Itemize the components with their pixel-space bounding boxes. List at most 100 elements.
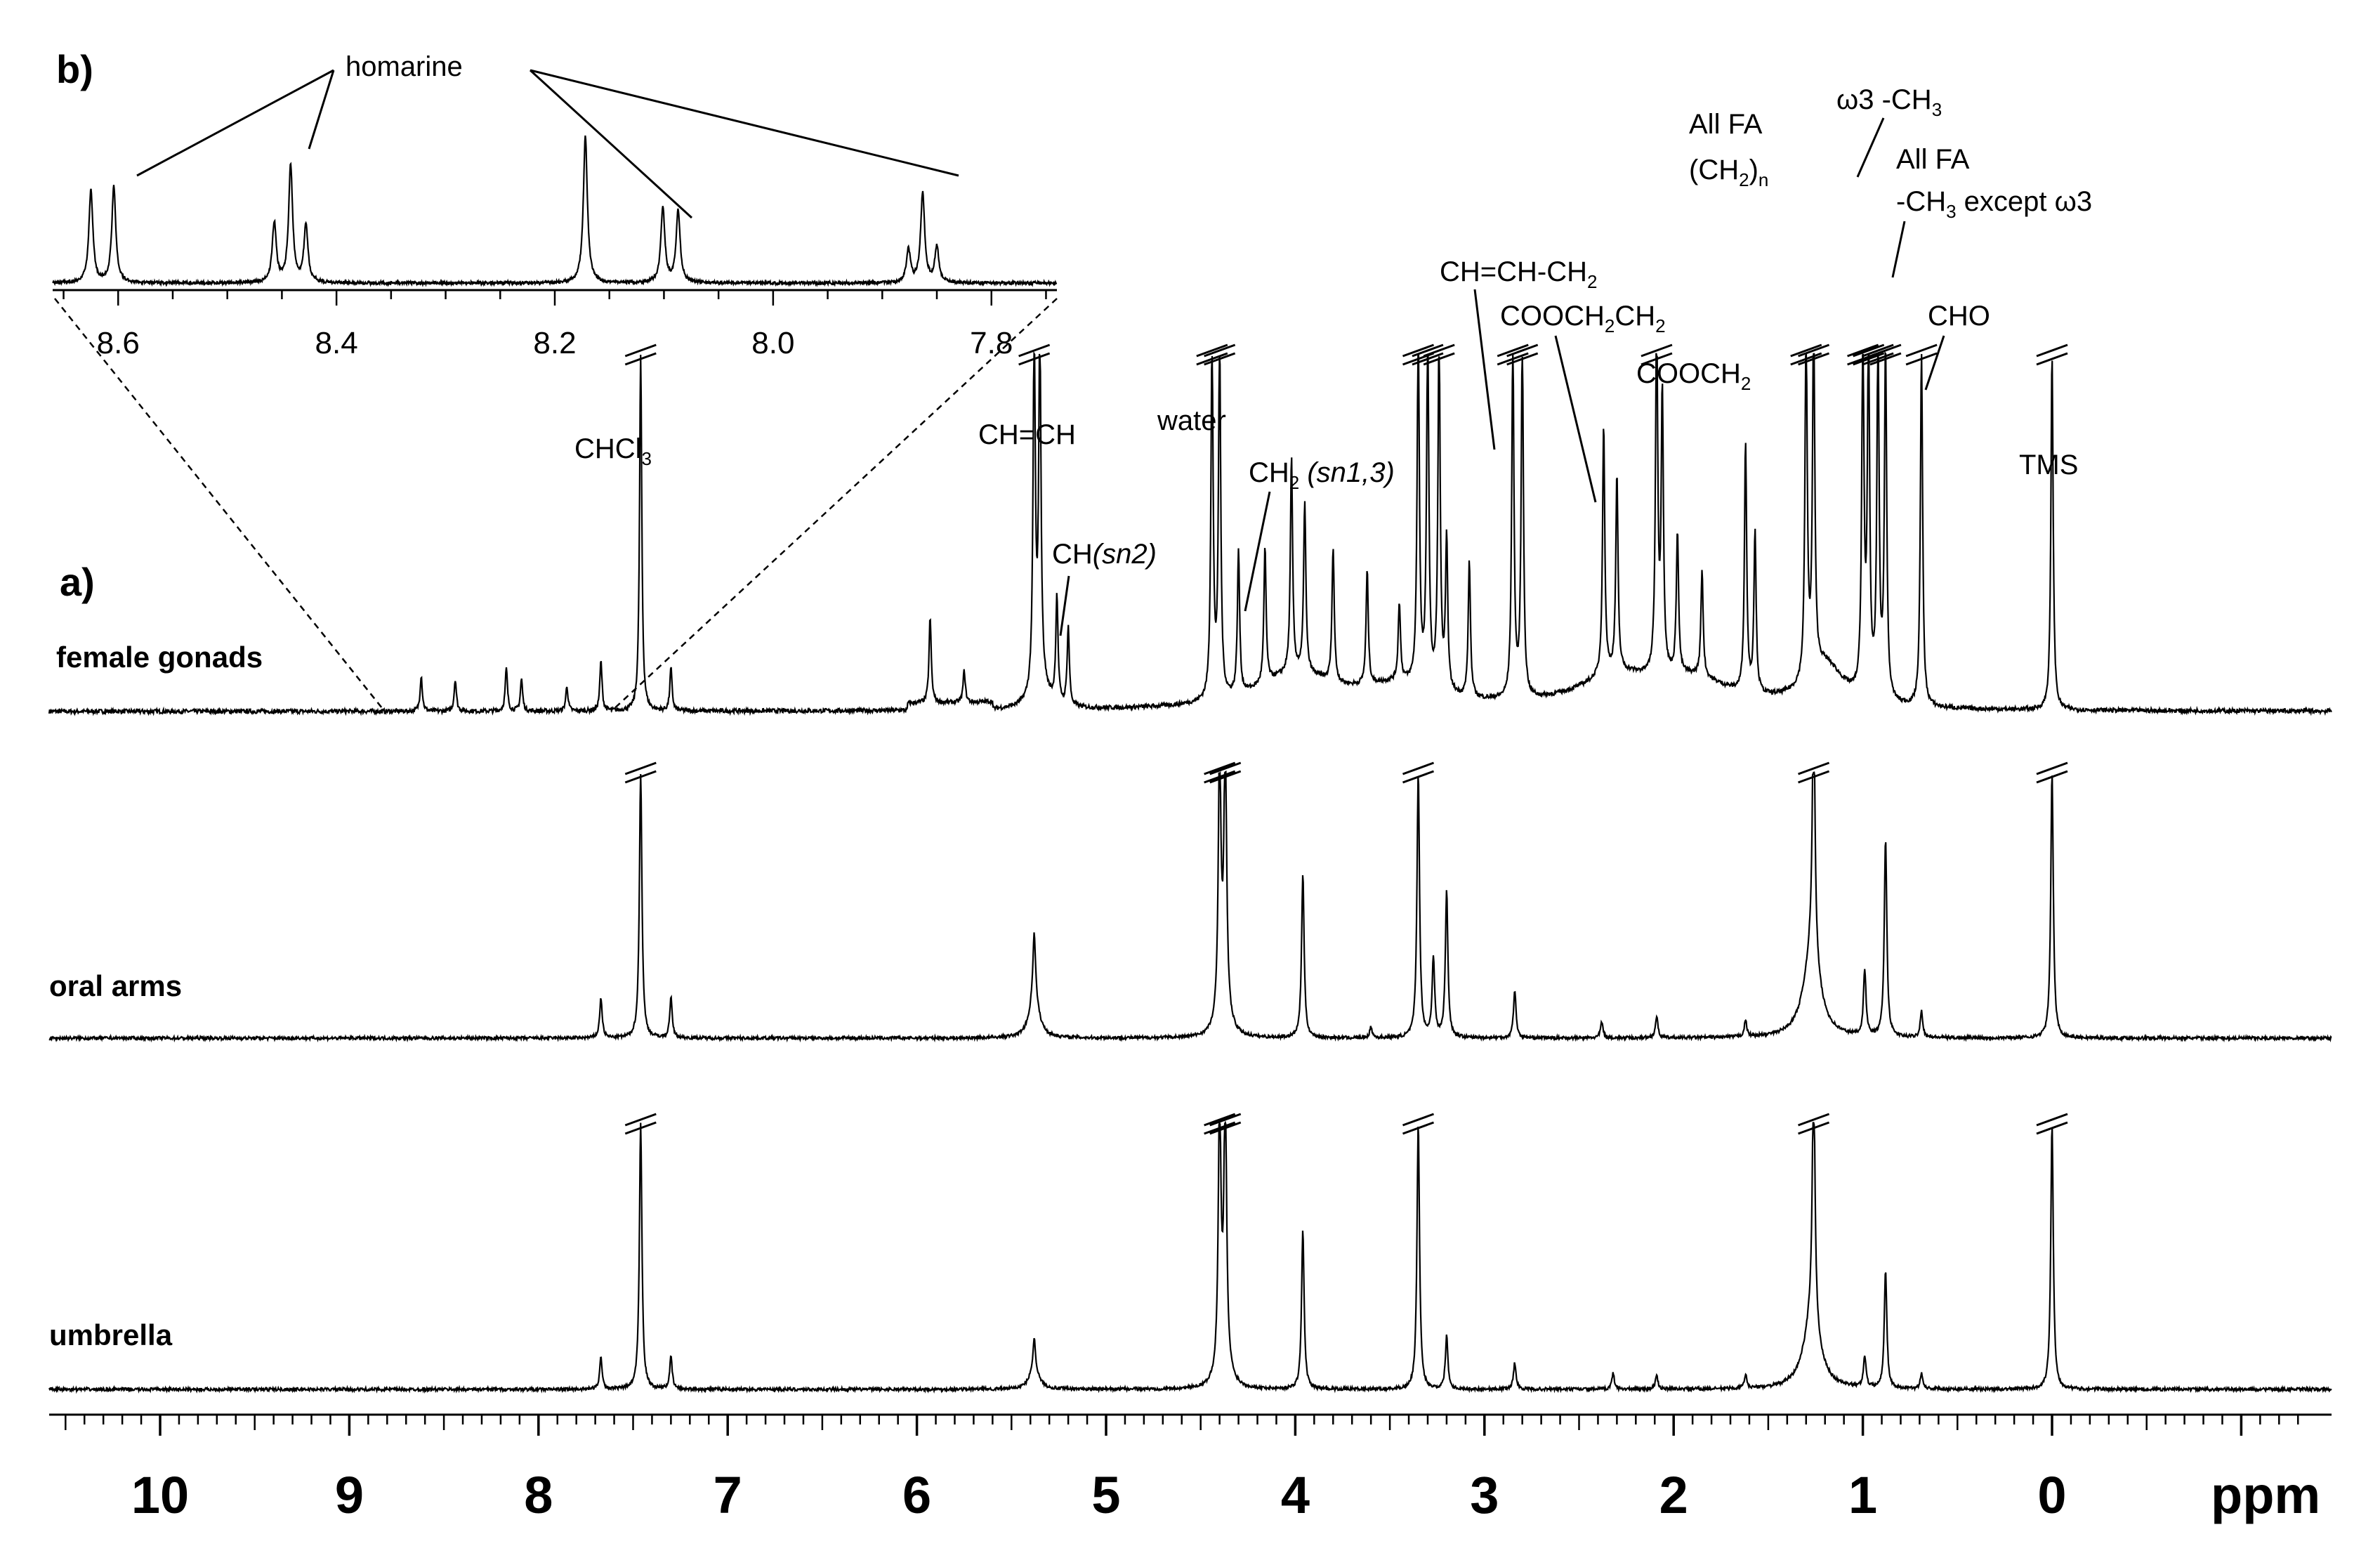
axis-break-mark [1905,352,1938,366]
homarine-pointer-1 [136,69,334,177]
axis-break-mark [1506,352,1539,366]
axis-break-mark [1798,343,1830,358]
axis-break-mark [624,761,657,775]
axis-break-mark [2036,761,2068,775]
axis-break-mark [1402,1121,1435,1135]
axis-break-mark [1905,343,1938,358]
pointer-ch2-sn13 [1244,491,1271,612]
axis-break-mark [2036,352,2068,366]
axis-break-mark [1862,343,1894,358]
axis-break-mark [1204,1113,1236,1127]
axis-break-mark [1798,1113,1830,1127]
axis-break-mark [1641,343,1673,358]
axis-break-mark [1869,352,1902,366]
axis-break-mark [1196,343,1228,358]
inset-tick-label: 8.4 [315,326,358,360]
axis-break-mark [1402,343,1435,358]
peak-annotations: CHCl3 CH=CH CH(sn2) water CH2 (sn1,3) CH… [574,84,2092,636]
pointer-cho [1924,335,1945,391]
homarine-pointer-lines [136,69,959,219]
annotation-omega3-ch3: ω3 -CH3 [1836,84,1942,120]
axis-break-mark [1402,1113,1435,1127]
homarine-pointer-2 [308,70,335,150]
annotation-ch2-sn13: CH2 (sn1,3) [1249,457,1395,493]
annotation-all-fa-ch3-line1: All FA [1896,144,1970,175]
axis-break-mark [1209,770,1242,784]
axis-break-mark [1412,343,1444,358]
zoom-guide-right [610,298,1058,712]
axis-break-mark [1790,343,1822,358]
trace-label-oral-arms: oral arms [49,969,182,1002]
x-tick-label: 6 [902,1466,931,1524]
pointer-ch-ch-ch2 [1473,289,1496,450]
axis-break-mark [1423,352,1455,366]
x-tick-label: 3 [1470,1466,1499,1524]
homarine-pointer-4 [530,69,959,177]
pointer-cooch2ch2 [1554,335,1597,503]
inset-spectrum-line [52,135,1058,288]
axis-break-mark [1209,1113,1242,1127]
annotation-all-fa-ch2n-line2: (CH2)n [1689,155,1768,190]
axis-break-mark [1798,1121,1830,1135]
spectrum-line [48,770,2332,1043]
axis-break-mark [2036,770,2068,784]
x-tick-label: 2 [1659,1466,1688,1524]
axis-break-mark [1209,761,1242,775]
axis-break-mark [1641,352,1673,366]
axis-break-mark [1847,343,1879,358]
axis-break-mark [1853,343,1885,358]
axis-break-mark [1497,352,1529,366]
annotation-cho: CHO [1928,301,1990,332]
annotation-water: water [1157,405,1226,436]
axis-break-mark [1798,761,1830,775]
annotation-tms: TMS [2019,450,2078,480]
axis-break-mark [624,1113,657,1127]
axis-break-mark [1862,352,1894,366]
annotation-chcl3: CHCl3 [574,433,652,469]
axis-break-mark [2036,1113,2068,1127]
axis-break-mark [624,770,657,784]
inset-spectrum-trace [52,135,1058,288]
x-axis-title: ppm [2211,1466,2320,1524]
axis-break-mark [1497,343,1529,358]
axis-break-mark [1798,352,1830,366]
panel-label-a: a) [60,560,95,604]
inset-tick-label: 8.6 [97,326,140,360]
axis-break-mark [1018,352,1051,366]
trace-label-female-gonads: female gonads [56,641,263,674]
axis-break-mark [1402,770,1435,784]
spectrum-trace-oral-arms [48,761,2332,1043]
pointer-omega3-ch3 [1856,117,1885,178]
annotation-cooch2ch2: COOCH2CH2 [1500,301,1666,336]
spectrum-trace-female-gonads [48,343,2332,716]
x-tick-label: 10 [131,1466,189,1524]
annotation-all-fa-ch3-line2: -CH3 except ω3 [1896,186,2092,222]
x-tick-label: 0 [2037,1466,2066,1524]
axis-break-mark [1204,770,1236,784]
zoom-guide-left [54,298,386,712]
inset-tick-label: 8.2 [533,326,576,360]
axis-break-mark [1018,343,1051,358]
spectrum-trace-umbrella [48,1113,2332,1394]
annotation-ch-ch: CH=CH [978,419,1076,450]
x-tick-label: 5 [1091,1466,1120,1524]
axis-break-mark [2036,1121,2068,1135]
annotation-cooch2: COOCH2 [1636,358,1751,394]
homarine-label: homarine [346,51,463,82]
spectrum-line [48,1120,2332,1394]
axis-break-mark [1402,761,1435,775]
panel-label-b: b) [56,47,93,91]
axis-break-mark [2036,343,2068,358]
x-tick-label: 7 [714,1466,742,1524]
annotation-ch-ch-ch2: CH=CH-CH2 [1440,256,1597,292]
spectrum-line [48,351,2332,716]
axis-break-mark [1204,1121,1236,1135]
axis-break-mark [1204,761,1236,775]
axis-break-mark [1869,343,1902,358]
inset-tick-label: 8.0 [751,326,794,360]
inset-axis-ticks [63,290,1047,306]
homarine-pointer-3 [529,69,693,219]
